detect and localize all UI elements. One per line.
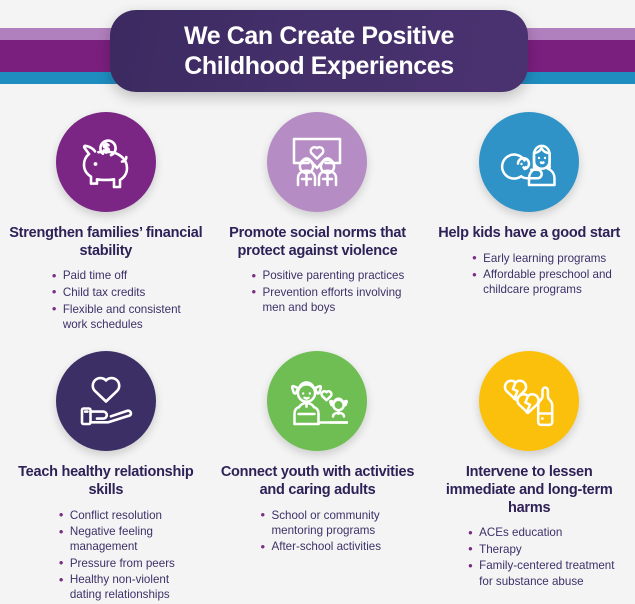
strategy-card-grid: Strengthen families’ financial stability… [0,112,635,604]
list-item: School or community mentoring programs [260,507,414,538]
card-bullet-list: Conflict resolution Negative feeling man… [53,507,203,604]
card-bullet-list: School or community mentoring programs A… [254,507,414,556]
youth-mentor-heart-icon [286,372,349,430]
broken-hearts-bottle-icon [498,372,560,430]
list-item: Prevention efforts involving men and boy… [252,284,418,315]
card-strengthen-families: Strengthen families’ financial stability… [0,112,212,351]
icon-circle-parent-baby [479,112,580,212]
card-title: Teach healthy relationship skills [18,464,194,498]
card-title: Intervene to lessen immediate and long-t… [445,464,613,516]
list-item: Paid time off [52,268,204,285]
icon-circle-broken-hearts-bottle [479,351,580,452]
list-item: Affordable preschool and childcare progr… [472,267,626,297]
card-connect-youth: Connect youth with activities and caring… [212,351,424,604]
list-item: Positive parenting practices [252,268,418,285]
list-item: Family-centered treatment for substance … [468,558,626,588]
icon-circle-youth-mentor [267,351,368,452]
card-help-kids-good-start: Help kids have a good start Early learni… [423,112,635,351]
card-bullet-list: ACEs education Therapy Family-centered t… [462,525,626,590]
list-item: Negative feeling management [59,524,203,554]
card-intervene-lessen-harms: Intervene to lessen immediate and long-t… [423,351,635,604]
list-item: ACEs education [468,525,626,542]
card-bullet-list: Early learning programs Affordable presc… [466,250,626,299]
page-title-line-1: We Can Create Positive [183,21,454,50]
family-portrait-heart-icon [286,133,348,191]
icon-circle-piggy-bank [55,112,156,212]
piggy-bank-icon [75,133,137,191]
card-promote-social-norms: Promote social norms that protect agains… [212,112,424,351]
hand-holding-heart-icon [75,372,137,430]
card-bullet-list: Positive parenting practices Prevention … [246,268,418,316]
list-item: Pressure from peers [59,555,203,572]
card-bullet-list: Paid time off Child tax credits Flexible… [46,268,204,333]
card-title: Help kids have a good start [438,225,621,241]
card-title: Strengthen families’ financial stability [9,225,203,259]
list-item: Flexible and consistent work schedules [52,301,204,332]
icon-circle-hand-heart [55,351,156,452]
list-item: Healthy non-violent dating relationships [59,572,203,602]
card-teach-healthy-relationships: Teach healthy relationship skills Confli… [0,351,212,604]
icon-circle-family-portrait [267,112,368,212]
list-item: Child tax credits [52,284,204,301]
card-title: Promote social norms that protect agains… [229,225,406,259]
title-banner: We Can Create Positive Childhood Experie… [110,10,528,92]
list-item: Therapy [468,541,626,558]
card-title: Connect youth with activities and caring… [220,464,415,498]
page-title-line-2: Childhood Experiences [184,52,454,80]
list-item: Early learning programs [472,250,626,267]
list-item: Conflict resolution [59,507,203,524]
parent-holding-baby-icon [498,133,560,191]
list-item: After-school activities [260,539,414,556]
